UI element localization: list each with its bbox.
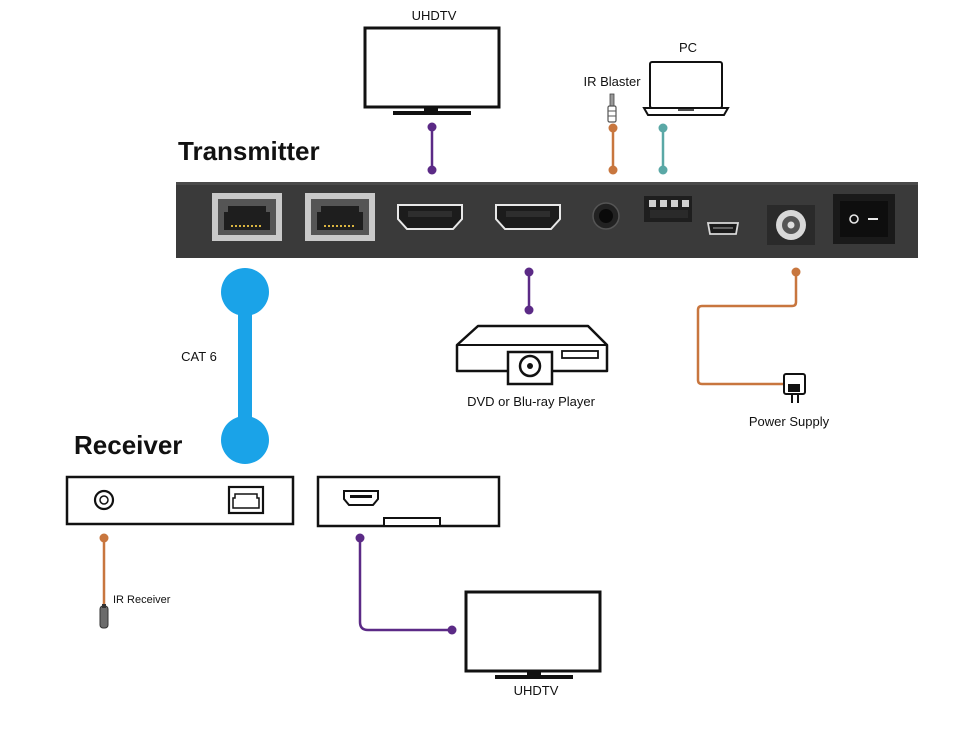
ir-receiver-cable	[99, 533, 109, 604]
ir-receiver-icon	[99, 604, 109, 629]
uhdtv-top-label: UHDTV	[412, 8, 457, 23]
ir-port-icon	[592, 202, 620, 230]
hdmi-cable-to-uhdtv	[427, 122, 437, 175]
ir-blaster: IR Blaster	[583, 74, 641, 123]
disc-player-icon	[455, 324, 609, 386]
hdmi-port-icon	[343, 490, 379, 506]
rj45-port-icon	[227, 485, 265, 515]
tv-icon	[363, 26, 501, 115]
pc-cable	[658, 123, 668, 175]
laptop-icon	[642, 61, 730, 116]
receiver-heading: Receiver	[74, 430, 182, 460]
rj45-port-icon	[305, 193, 375, 241]
hdmi-port-icon	[495, 204, 561, 230]
dvd-player-label: DVD or Blu-ray Player	[467, 394, 596, 409]
audio-jack-icon	[607, 93, 617, 123]
power-cable	[696, 267, 801, 386]
transmitter-heading: Transmitter	[178, 136, 320, 166]
hdmi-cable-to-player	[524, 267, 534, 315]
hdmi-cable-to-uhdtv-bottom	[355, 533, 457, 635]
pc: PC	[642, 40, 730, 116]
cat6-label: CAT 6	[181, 349, 217, 364]
transmitter-unit	[176, 182, 918, 258]
power-switch-icon	[833, 194, 895, 244]
pc-label: PC	[679, 40, 697, 55]
receiver-unit-right	[316, 475, 501, 528]
dc-power-port-icon	[767, 205, 815, 245]
ir-receiver-label: IR Receiver	[113, 594, 171, 606]
uhdtv-top: UHDTV	[363, 8, 501, 115]
uhdtv-bottom-label: UHDTV	[514, 683, 559, 698]
power-supply-label: Power Supply	[749, 414, 830, 429]
ir-blaster-label: IR Blaster	[583, 74, 641, 89]
micro-usb-port-icon	[706, 222, 740, 235]
uhdtv-bottom: UHDTV	[464, 590, 602, 698]
ir-blaster-cable	[608, 123, 618, 175]
rj45-port-icon	[212, 193, 282, 241]
terminal-block-icon	[644, 196, 692, 222]
hdmi-port-icon	[397, 204, 463, 230]
receiver-unit-left	[65, 475, 295, 526]
power-adapter-icon	[783, 373, 806, 403]
ir-port-icon	[93, 489, 115, 511]
cat6-cable	[221, 268, 269, 464]
tv-icon	[464, 590, 602, 679]
